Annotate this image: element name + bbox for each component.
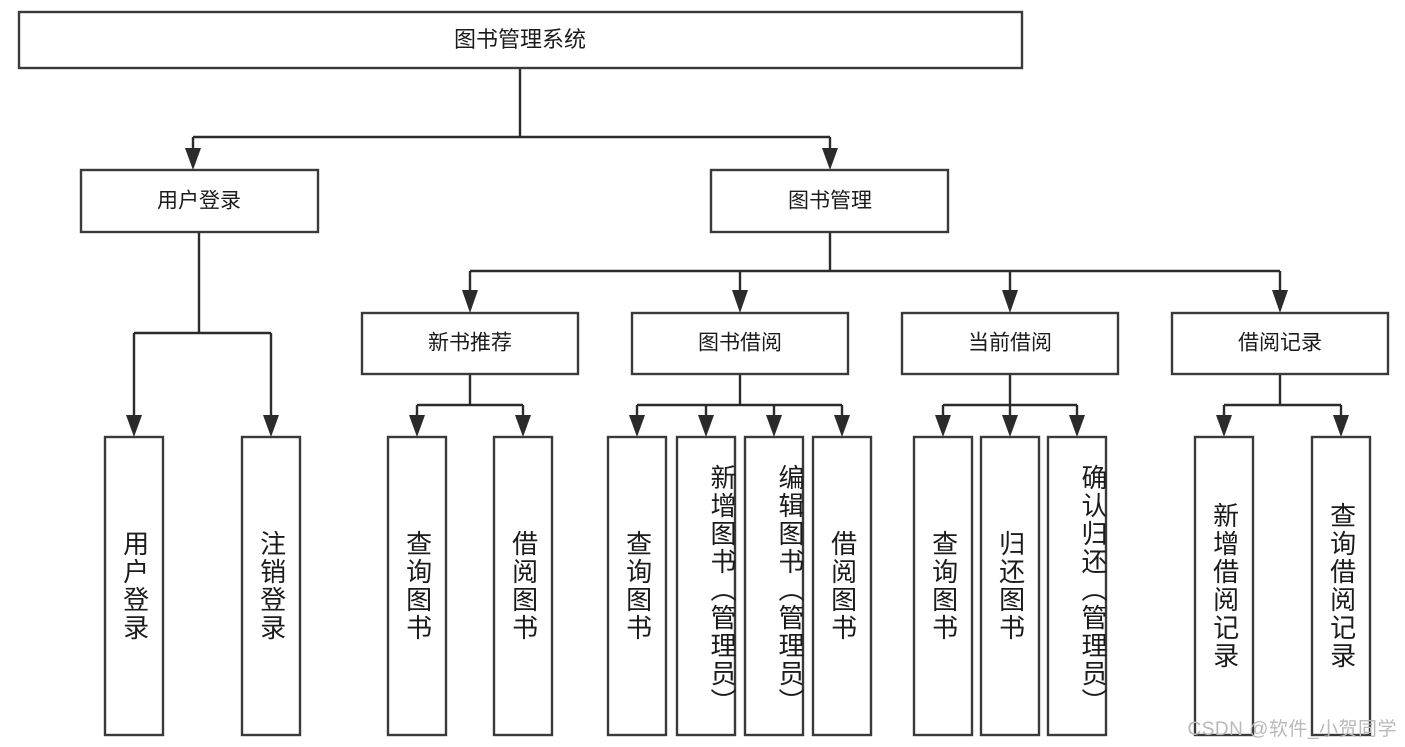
arrow-head-book-manage [822,148,838,170]
node-book-borrow-label: 图书借阅 [698,332,782,355]
arrow-head-br-leaf2 [1333,415,1349,437]
leaf-box-bb-query-book[interactable] [606,435,668,737]
arrow-head-leaf-logout [263,415,279,437]
node-current-borrow-box[interactable] [900,311,1120,376]
arrow-head-nb-leaf2 [515,415,531,437]
leaf-box-bb-add-book[interactable] [675,435,737,737]
node-root-label: 图书管理系统 [454,27,586,52]
node-book-manage[interactable]: 图书管理 [709,168,950,234]
leaf-box-br-query-record[interactable] [1310,435,1372,737]
arrow-head-cb-leaf2 [1002,415,1018,437]
node-user-login-label: 用户登录 [157,190,241,213]
leaf-box-cb-return-book[interactable] [979,435,1041,737]
node-book-borrow[interactable]: 图书借阅 [630,311,850,376]
node-new-book-recommend[interactable]: 新书推荐 [360,311,580,376]
arrow-head-current-borrow [1002,290,1018,313]
node-borrow-record-box[interactable] [1170,311,1390,376]
arrow-head-bb-leaf2 [698,415,714,437]
arrow-head-bb-leaf1 [629,415,645,437]
arrow-head-borrow-record [1272,290,1288,313]
arrow-head-br-leaf1 [1216,415,1232,437]
leaf-box-nb-borrow-book[interactable] [492,435,554,737]
arrow-head-bb-leaf4 [834,415,850,437]
arrow-head-cb-leaf3 [1069,415,1085,437]
node-book-manage-box[interactable] [709,168,950,234]
node-borrow-record[interactable]: 借阅记录 [1170,311,1390,376]
leaf-box-user-login[interactable] [103,435,165,737]
leaf-box-group [103,435,1372,737]
node-current-borrow-label: 当前借阅 [968,332,1052,355]
watermark-text: CSDN @软件_小贺同学 [1187,719,1397,740]
node-root-box[interactable] [17,10,1024,70]
leaf-box-logout[interactable] [240,435,302,737]
node-book-manage-label: 图书管理 [788,190,872,213]
arrow-head-new-book [462,290,478,313]
node-new-book-recommend-label: 新书推荐 [428,332,512,355]
arrow-head-cb-leaf1 [935,415,951,437]
node-user-login[interactable]: 用户登录 [79,168,320,234]
node-current-borrow[interactable]: 当前借阅 [900,311,1120,376]
arrow-head-bb-leaf3 [766,415,782,437]
leaf-box-bb-borrow-book[interactable] [811,435,873,737]
arrow-head-nb-leaf1 [409,415,425,437]
leaf-box-br-add-record[interactable] [1193,435,1255,737]
node-user-login-box[interactable] [79,168,320,234]
node-new-book-recommend-box[interactable] [360,311,580,376]
leaf-box-bb-edit-book[interactable] [743,435,805,737]
node-borrow-record-label: 借阅记录 [1238,332,1322,355]
connector-group [126,68,1349,437]
node-root[interactable]: 图书管理系统 [17,10,1024,70]
leaf-box-cb-query-book[interactable] [912,435,974,737]
arrow-head-user-login [185,148,201,170]
leaf-box-cb-confirm-return[interactable] [1046,435,1108,737]
leaf-box-nb-query-book[interactable] [386,435,448,737]
node-book-borrow-box[interactable] [630,311,850,376]
arrow-head-book-borrow [732,290,748,313]
arrow-head-leaf-user-login [126,415,142,437]
